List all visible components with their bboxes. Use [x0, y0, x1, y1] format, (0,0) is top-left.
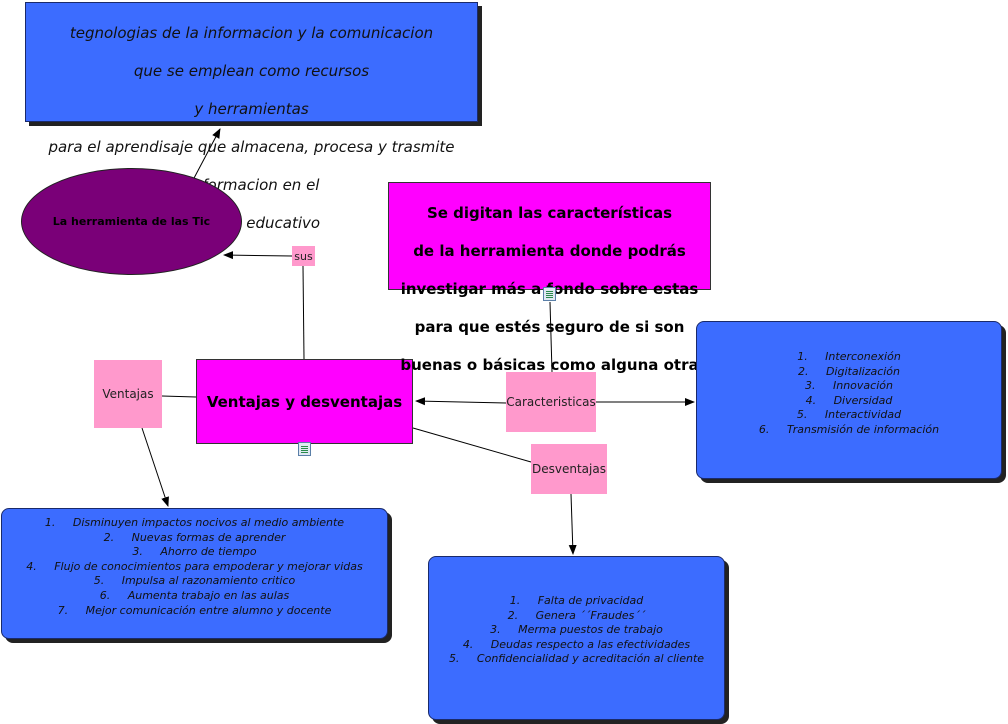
note-line: buenas o básicas como alguna otra — [400, 356, 699, 374]
document-icon[interactable] — [543, 287, 556, 301]
caracteristicas-node[interactable]: Caracteristicas — [506, 372, 596, 432]
document-icon[interactable] — [298, 442, 311, 456]
list-item: 2. Nuevas formas de aprender — [103, 530, 286, 544]
link-carac-note — [549, 301, 553, 373]
definition-line: y herramientas — [194, 100, 309, 118]
link-ellipse-definition — [192, 128, 221, 181]
list-item: 1. Falta de privacidad — [509, 594, 644, 607]
list-item: 1. Interconexión — [797, 350, 901, 363]
desventajas-label: Desventajas — [532, 462, 606, 476]
center-concept-box[interactable]: Ventajas y desventajas — [196, 359, 413, 444]
note-line: Se digitan las características — [426, 204, 673, 222]
ventajas-label: Ventajas — [102, 387, 154, 401]
list-item: 5. Confidencialidad y acreditación al cl… — [448, 652, 705, 666]
ventajas-node[interactable]: Ventajas — [94, 360, 162, 428]
list-item: 5. Interactividad — [796, 408, 902, 422]
center-label: Ventajas y desventajas — [206, 392, 403, 411]
caracteristicas-list-box[interactable]: 1. Interconexión 2. Digitalización 3. In… — [696, 321, 1002, 479]
definition-line: que se emplean como recursos — [133, 62, 370, 80]
list-item: 3. Innovación — [805, 379, 893, 393]
ventajas-list-box[interactable]: 1. Disminuyen impactos nocivos al medio … — [1, 508, 388, 639]
note-box[interactable]: Se digitan las características de la her… — [388, 182, 711, 374]
list-item: 3. Ahorro de tiempo — [132, 545, 257, 559]
link-ventajas-center — [161, 395, 197, 398]
sus-label: sus — [294, 249, 313, 263]
list-item: 4. Deudas respecto a las efectividades — [462, 637, 691, 651]
note-line: de la herramienta donde podrás — [413, 242, 686, 260]
definition-line: tegnologias de la informacion y la comun… — [69, 24, 434, 42]
link-ventajas-list — [141, 427, 169, 507]
list-item: 7. Mejor comunicación entre alumno y doc… — [57, 603, 332, 617]
link-center-desv — [412, 427, 532, 463]
list-item: 6. Transmisión de información — [758, 422, 940, 436]
list-item: 3. Merma puestos de trabajo — [490, 623, 663, 637]
list-item: 5. Impulsa al razonamiento critico — [93, 574, 296, 588]
note-line: para que estés seguro de si son — [414, 318, 685, 336]
caracteristicas-label: Caracteristicas — [506, 395, 596, 409]
note-line: investigar más a fondo sobre estas — [400, 280, 699, 298]
tic-tool-ellipse[interactable]: La herramienta de las Tic — [21, 168, 242, 275]
link-sus-ellipse — [223, 251, 293, 260]
definition-line: para el aprendisaje que almacena, proces… — [48, 138, 455, 156]
list-item: 6. Aumenta trabajo en las aulas — [99, 588, 290, 602]
link-label-sus[interactable]: sus — [292, 246, 315, 266]
list-item: 4. Diversidad — [805, 393, 893, 407]
desventajas-list-box[interactable]: 1. Falta de privacidad 2. Genera ´´Fraud… — [428, 556, 725, 720]
definition-box[interactable]: tegnologias de la informacion y la comun… — [25, 2, 478, 232]
list-item: 1. Disminuyen impactos nocivos al medio … — [44, 516, 345, 529]
link-desv-list — [568, 493, 577, 555]
list-item: 2. Genera ´´Fraudes´´ — [507, 608, 646, 622]
list-item: 4. Flujo de conocimientos para empoderar… — [26, 559, 363, 573]
desventajas-node[interactable]: Desventajas — [531, 444, 607, 494]
link-center-sus — [302, 265, 305, 360]
link-carac-center — [415, 397, 507, 406]
ellipse-label: La herramienta de las Tic — [52, 215, 211, 228]
list-item: 2. Digitalización — [797, 364, 901, 378]
